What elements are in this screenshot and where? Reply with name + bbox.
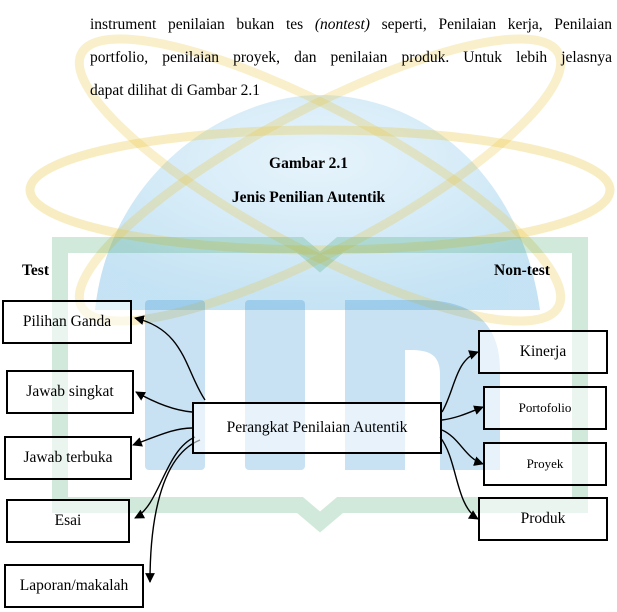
body-paragraph: instrument penilaian bukan tes (nontest)… (90, 8, 612, 107)
paragraph-line-2: portfolio, penilaian proyek, dan penilai… (90, 49, 612, 66)
test-heading: Test (22, 262, 49, 279)
nontest-item-portofolio: Portofolio (483, 386, 607, 430)
arrow-to-esai (134, 436, 196, 519)
watermark-orbit (25, 125, 615, 255)
test-item-jawab-terbuka: Jawab terbuka (4, 436, 132, 480)
arrow-to-proyek (441, 429, 484, 466)
paragraph-text: instrument penilaian bukan tes (90, 16, 315, 33)
nontest-item-produk: Produk (478, 497, 608, 541)
nontest-item-kinerja: Kinerja (478, 330, 608, 374)
figure-label: Gambar 2.1 (269, 155, 348, 172)
paragraph-italic-text: (nontest) (314, 16, 370, 33)
watermark-orbit (74, 34, 566, 326)
arrow-to-jawab-singkat (135, 391, 193, 413)
nontest-item-proyek: Proyek (483, 442, 607, 486)
arrow-to-portofolio (441, 405, 484, 421)
paragraph-line-3: dapat dilihat di Gambar 2.1 (90, 82, 261, 99)
paragraph-text: seperti, Penilaian kerja, Penilaian (369, 16, 612, 33)
watermark-dome (95, 95, 540, 310)
test-item-jawab-singkat: Jawab singkat (6, 370, 134, 414)
nontest-heading: Non-test (494, 262, 550, 279)
arrow-to-produk (439, 436, 479, 520)
test-item-laporan: Laporan/makalah (4, 564, 144, 608)
center-box: Perangkat Penilaian Autentik (192, 402, 442, 454)
arrow-to-jawab-terbuka (132, 427, 193, 447)
paragraph-line-1: instrument penilaian bukan tes (nontest)… (90, 8, 612, 41)
figure-title: Jenis Penilian Autentik (231, 189, 386, 206)
test-item-esai: Esai (6, 499, 130, 543)
test-item-pilihan-ganda: Pilihan Ganda (2, 300, 132, 344)
arrow-to-laporan (145, 439, 201, 583)
arrow-to-pilihan-ganda (134, 315, 206, 401)
arrow-to-kinerja (441, 350, 479, 413)
